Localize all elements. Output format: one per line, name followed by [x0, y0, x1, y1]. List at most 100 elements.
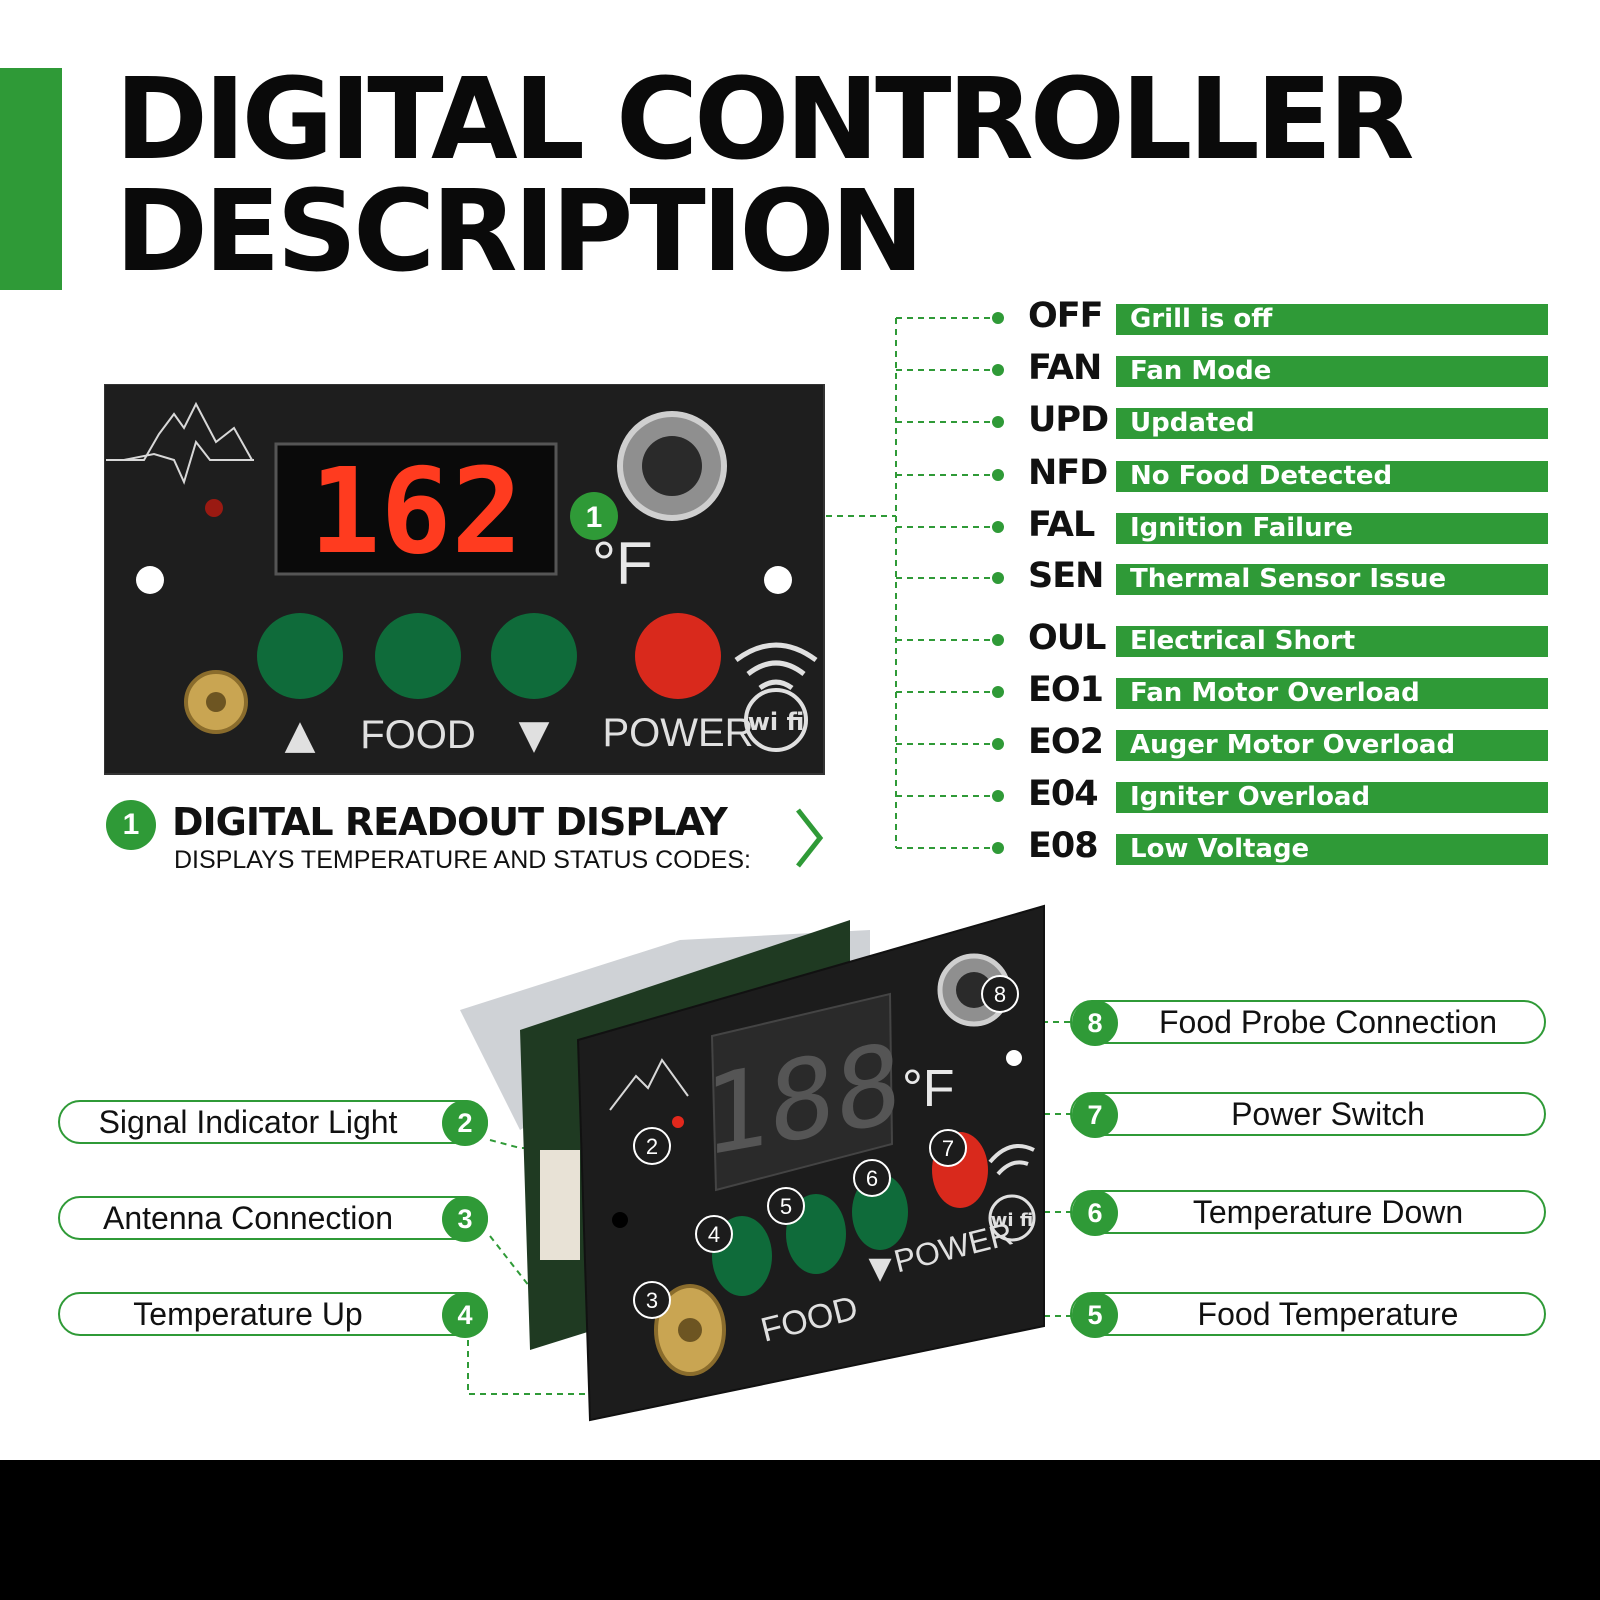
status-code-row: UPD Updated [1028, 400, 1548, 440]
down-button-cap [491, 613, 577, 699]
mount-hole-icon [612, 1212, 628, 1228]
chevron-right-icon [796, 808, 824, 868]
marker-3 [633, 1281, 671, 1319]
callout-badge: 4 [442, 1292, 488, 1338]
wifi-icon [734, 642, 818, 691]
mountain-logo-icon [609, 1058, 689, 1111]
marker-7-number: 7 [942, 1136, 954, 1161]
status-description: Fan Motor Overload [1116, 678, 1548, 709]
status-code: NFD [1028, 453, 1108, 493]
wifi-badge-text: wi fi [991, 1210, 1033, 1231]
signal-light-icon [672, 1116, 684, 1128]
callout-food-temperature: Food Temperature [1070, 1292, 1546, 1336]
callout-label: Food Temperature [1197, 1296, 1459, 1332]
page-title: DIGITAL CONTROLLER DESCRIPTION [115, 55, 1414, 297]
status-description: Electrical Short [1116, 626, 1548, 657]
power-label: POWER [602, 711, 753, 755]
mount-hole-left-icon [136, 566, 164, 594]
status-code: OUL [1028, 618, 1106, 658]
marker-6 [853, 1159, 891, 1197]
readout-digits: 162 [309, 442, 522, 580]
marker-4 [695, 1215, 733, 1253]
title-line-1: DIGITAL CONTROLLER [115, 55, 1414, 185]
status-description: Low Voltage [1116, 834, 1548, 865]
wifi-icon [988, 1144, 1035, 1176]
readout-unit: °F [902, 1060, 955, 1118]
callout-label: Signal Indicator Light [98, 1104, 398, 1140]
marker-2-number: 2 [646, 1134, 658, 1159]
status-description: Fan Mode [1116, 356, 1548, 387]
callout-power-switch: Power Switch [1070, 1092, 1546, 1136]
down-label: ▼ [868, 1251, 891, 1286]
readout-number-badge: 1 [106, 800, 156, 850]
controller-panel-front: 162 °F ▲ FOOD ▼ POWER wi fi 1 [104, 384, 825, 775]
status-description: Igniter Overload [1116, 782, 1548, 813]
status-code-row: OUL Electrical Short [1028, 618, 1548, 658]
footer-band [0, 1460, 1600, 1600]
status-code-row: EO2 Auger Motor Overload [1028, 722, 1548, 762]
status-code: E08 [1028, 826, 1099, 866]
up-label: ▲ [285, 712, 316, 758]
callout-label: Antenna Connection [103, 1200, 393, 1236]
status-code: OFF [1028, 296, 1104, 336]
accent-bar [0, 68, 62, 290]
callout-temperature-down: Temperature Down [1070, 1190, 1546, 1234]
status-description: Ignition Failure [1116, 513, 1548, 544]
marker-4-number: 4 [708, 1222, 720, 1247]
marker-6-number: 6 [866, 1166, 878, 1191]
title-line-2: DESCRIPTION [115, 167, 924, 297]
callout-label: Temperature Up [133, 1296, 363, 1332]
callout-badge: 2 [442, 1100, 488, 1146]
callout-1-number: 1 [586, 501, 603, 534]
status-code-row: FAL Ignition Failure [1028, 505, 1548, 545]
callout-signal-indicator: Signal Indicator Light [58, 1100, 488, 1144]
callout-label: Power Switch [1231, 1096, 1425, 1132]
status-code-row: EO1 Fan Motor Overload [1028, 670, 1548, 710]
marker-3-number: 3 [646, 1288, 658, 1313]
up-button-cap [257, 613, 343, 699]
status-code: E04 [1028, 774, 1099, 814]
status-code: EO2 [1028, 722, 1104, 762]
controller-panel-angled: 188 °F FOOD ▼ POWER wi fi 8 7 6 5 4 2 3 [460, 904, 1045, 1422]
callout-antenna-connection: Antenna Connection [58, 1196, 488, 1240]
wifi-badge-icon [744, 688, 808, 752]
status-code: SEN [1028, 556, 1104, 596]
callout-badge: 3 [442, 1196, 488, 1242]
status-description: Updated [1116, 408, 1548, 439]
callout-badge: 8 [1072, 1000, 1118, 1046]
callout-temperature-up: Temperature Up [58, 1292, 488, 1336]
down-label: ▼ [519, 712, 550, 758]
capacitor [540, 1150, 580, 1260]
wifi-badge-icon [988, 1194, 1036, 1242]
mount-hole-right-icon [764, 566, 792, 594]
mount-hole-icon [1006, 1050, 1022, 1066]
mountain-logo-icon [106, 401, 254, 485]
signal-light-icon [205, 499, 223, 517]
status-description: Thermal Sensor Issue [1116, 564, 1548, 595]
status-code-row: FAN Fan Mode [1028, 348, 1548, 388]
status-description: No Food Detected [1116, 461, 1548, 492]
marker-7 [929, 1129, 967, 1167]
callout-food-probe: Food Probe Connection [1070, 1000, 1546, 1044]
callout-badge: 6 [1072, 1190, 1118, 1236]
readout-title: DIGITAL READOUT DISPLAY [172, 800, 728, 844]
wifi-badge-text: wi fi [748, 708, 805, 736]
status-code: FAL [1028, 505, 1095, 545]
status-code-row: SEN Thermal Sensor Issue [1028, 556, 1548, 596]
food-button-cap [375, 613, 461, 699]
status-code-row: E08 Low Voltage [1028, 826, 1548, 866]
callout-label: Food Probe Connection [1159, 1004, 1497, 1040]
marker-2 [633, 1127, 671, 1165]
marker-5 [767, 1187, 805, 1225]
readout-unit: °F [592, 530, 653, 597]
readout-subtitle: DISPLAYS TEMPERATURE AND STATUS CODES: [174, 846, 751, 874]
status-code-row: NFD No Food Detected [1028, 453, 1548, 493]
callout-badge: 5 [1072, 1292, 1118, 1338]
power-button-cap [635, 613, 721, 699]
marker-5-number: 5 [780, 1194, 792, 1219]
status-code: UPD [1028, 400, 1109, 440]
marker-8-number: 8 [994, 982, 1006, 1007]
status-description: Grill is off [1116, 304, 1548, 335]
status-code-row: OFF Grill is off [1028, 296, 1548, 336]
callout-badge: 7 [1072, 1092, 1118, 1138]
